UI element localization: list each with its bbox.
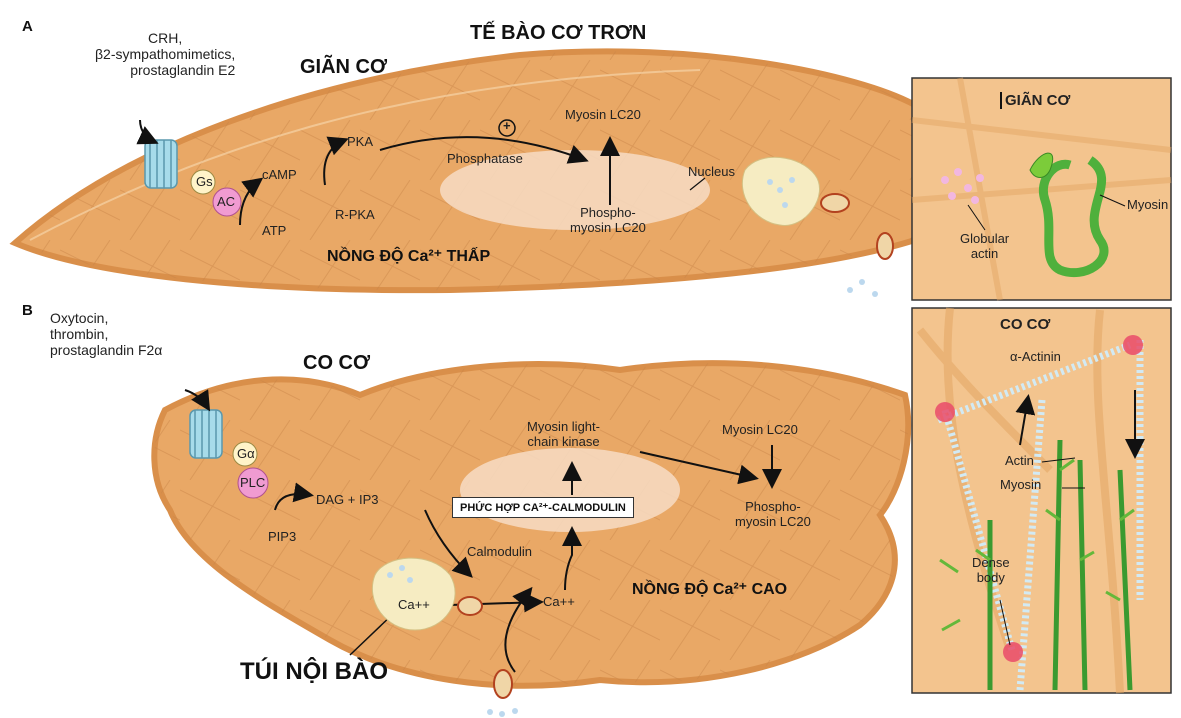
- gpcr-receptor-b: [190, 410, 222, 458]
- plc-label: PLC: [240, 476, 265, 491]
- inset-contracted: [912, 308, 1171, 693]
- phospho-myosin-b-1: Phospho-: [735, 500, 811, 515]
- actin-label: Actin: [1005, 454, 1034, 469]
- alpha-actinin-label: α-Actinin: [1010, 350, 1061, 365]
- phospho-myosin-b: Phospho- myosin LC20: [735, 500, 811, 530]
- agonist-a-2: β2-sympathomimetics,: [95, 46, 235, 62]
- panel-a-letter: A: [22, 18, 33, 35]
- panel-a-title: TẾ BÀO CƠ TRƠN: [470, 22, 646, 45]
- dag-ip3-label: DAG + IP3: [316, 493, 379, 508]
- dense-body-2: body: [972, 571, 1010, 586]
- gpcr-receptor-a: [145, 140, 177, 188]
- pka-label: PKA: [347, 135, 373, 150]
- calcium-channel-a2: [877, 233, 893, 259]
- calcium-channel-b2: [494, 670, 512, 698]
- dense-body-node-2: [1123, 335, 1143, 355]
- calcium-channel-b1: [458, 597, 482, 615]
- rpka-label: R-PKA: [335, 208, 375, 223]
- high-calcium-label: NỒNG ĐỘ Ca²⁺ CAO: [632, 581, 787, 599]
- myosin-lc20-a: Myosin LC20: [565, 108, 641, 123]
- globular-actin-2: actin: [960, 247, 1009, 262]
- camp-label: cAMP: [262, 168, 297, 183]
- mlck-label: Myosin light- chain kinase: [527, 420, 600, 450]
- agonist-arrow-a: [140, 120, 155, 142]
- nucleus-shape-b: [460, 448, 680, 532]
- panel-b-state: CO CƠ: [303, 352, 370, 375]
- ca-cyto-label: Ca++: [543, 595, 575, 610]
- ca-calmodulin-complex-box: PHỨC HỢP CA²⁺-CALMODULIN: [452, 497, 634, 518]
- mlck-2: chain kinase: [527, 435, 600, 450]
- agonist-a-1: CRH,: [95, 30, 235, 46]
- inset-myosin-label: Myosin: [1127, 198, 1168, 213]
- inset-myosin-b-label: Myosin: [1000, 478, 1041, 493]
- plus-sign: +: [503, 119, 511, 134]
- agonist-b-3: prostaglandin F2α: [50, 342, 162, 358]
- agonists-b: Oxytocin, thrombin, prostaglandin F2α: [50, 310, 162, 358]
- panel-b-letter: B: [22, 302, 33, 319]
- low-calcium-label: NỒNG ĐỘ Ca²⁺ THẤP: [327, 248, 490, 266]
- agonist-a-3: prostaglandin E2: [95, 62, 235, 78]
- galpha-label: Gα: [237, 447, 255, 462]
- nucleus-label: Nucleus: [688, 165, 735, 180]
- myosin-lc20-b: Myosin LC20: [722, 423, 798, 438]
- phospho-myosin-b-2: myosin LC20: [735, 515, 811, 530]
- phospho-myosin-a-2: myosin LC20: [570, 221, 646, 236]
- inset-relaxed: [912, 78, 1171, 300]
- phospho-myosin-a-1: Phospho-: [570, 206, 646, 221]
- dense-body-label: Dense body: [972, 556, 1010, 586]
- ca-store-label: Ca++: [398, 598, 430, 613]
- dense-body-1: Dense: [972, 556, 1010, 571]
- globular-actin-label: Globular actin: [960, 232, 1009, 262]
- agonist-b-1: Oxytocin,: [50, 310, 162, 326]
- phospho-myosin-a: Phospho- myosin LC20: [570, 206, 646, 236]
- inset-a-title: GIÃN CƠ: [1000, 92, 1070, 109]
- calcium-channel-a1: [821, 194, 849, 212]
- gs-label: Gs: [196, 175, 213, 190]
- pip3-label: PIP3: [268, 530, 296, 545]
- panel-a-state: GIÃN CƠ: [300, 56, 387, 79]
- dense-body-node-1: [935, 402, 955, 422]
- phosphatase-label: Phosphatase: [447, 152, 523, 167]
- mlck-1: Myosin light-: [527, 420, 600, 435]
- calmodulin-label: Calmodulin: [467, 545, 532, 560]
- agonists-a: CRH, β2-sympathomimetics, prostaglandin …: [95, 30, 235, 78]
- globular-actin-1: Globular: [960, 232, 1009, 247]
- ac-label: AC: [217, 195, 235, 210]
- atp-label: ATP: [262, 224, 286, 239]
- vesicle-label: TÚI NỘI BÀO: [240, 658, 388, 686]
- inset-b-title: CO CƠ: [1000, 316, 1050, 333]
- agonist-b-2: thrombin,: [50, 326, 162, 342]
- dense-body-node-3: [1003, 642, 1023, 662]
